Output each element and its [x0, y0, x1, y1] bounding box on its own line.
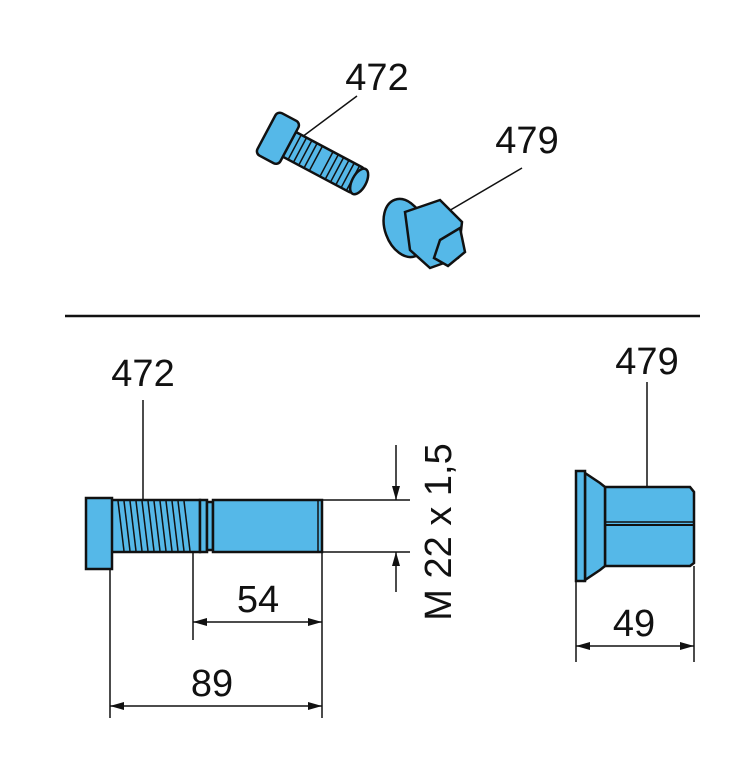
nut-side-taper [583, 470, 607, 583]
thread-spec-label: M 22 x 1,5 [418, 443, 460, 620]
nut-side-body [603, 485, 696, 568]
bolt-threads [287, 135, 360, 190]
iso-bolt-label: 472 [345, 57, 408, 99]
iso-nut-479: 479 [382, 120, 559, 270]
side-bolt-472: 472 M 22 x 1,5 54 89 [84, 353, 460, 718]
side-nut-479: 479 49 [574, 341, 696, 662]
dim-89-label: 89 [191, 663, 233, 705]
dim-49-label: 49 [613, 603, 655, 645]
iso-bolt-leader [297, 95, 358, 141]
nut-end-face [432, 226, 467, 268]
iso-nut-label: 479 [495, 120, 558, 162]
nut-side-flange [574, 469, 587, 583]
side-nut-label: 479 [615, 341, 678, 383]
iso-bolt-472: 472 [255, 57, 409, 196]
bolt-head-side [84, 496, 114, 571]
bolt-thread-lines [117, 500, 191, 552]
dim-54-label: 54 [237, 579, 279, 621]
bolt-shaft-section [211, 498, 324, 554]
side-bolt-label: 472 [111, 353, 174, 395]
bolt-head [255, 111, 301, 166]
